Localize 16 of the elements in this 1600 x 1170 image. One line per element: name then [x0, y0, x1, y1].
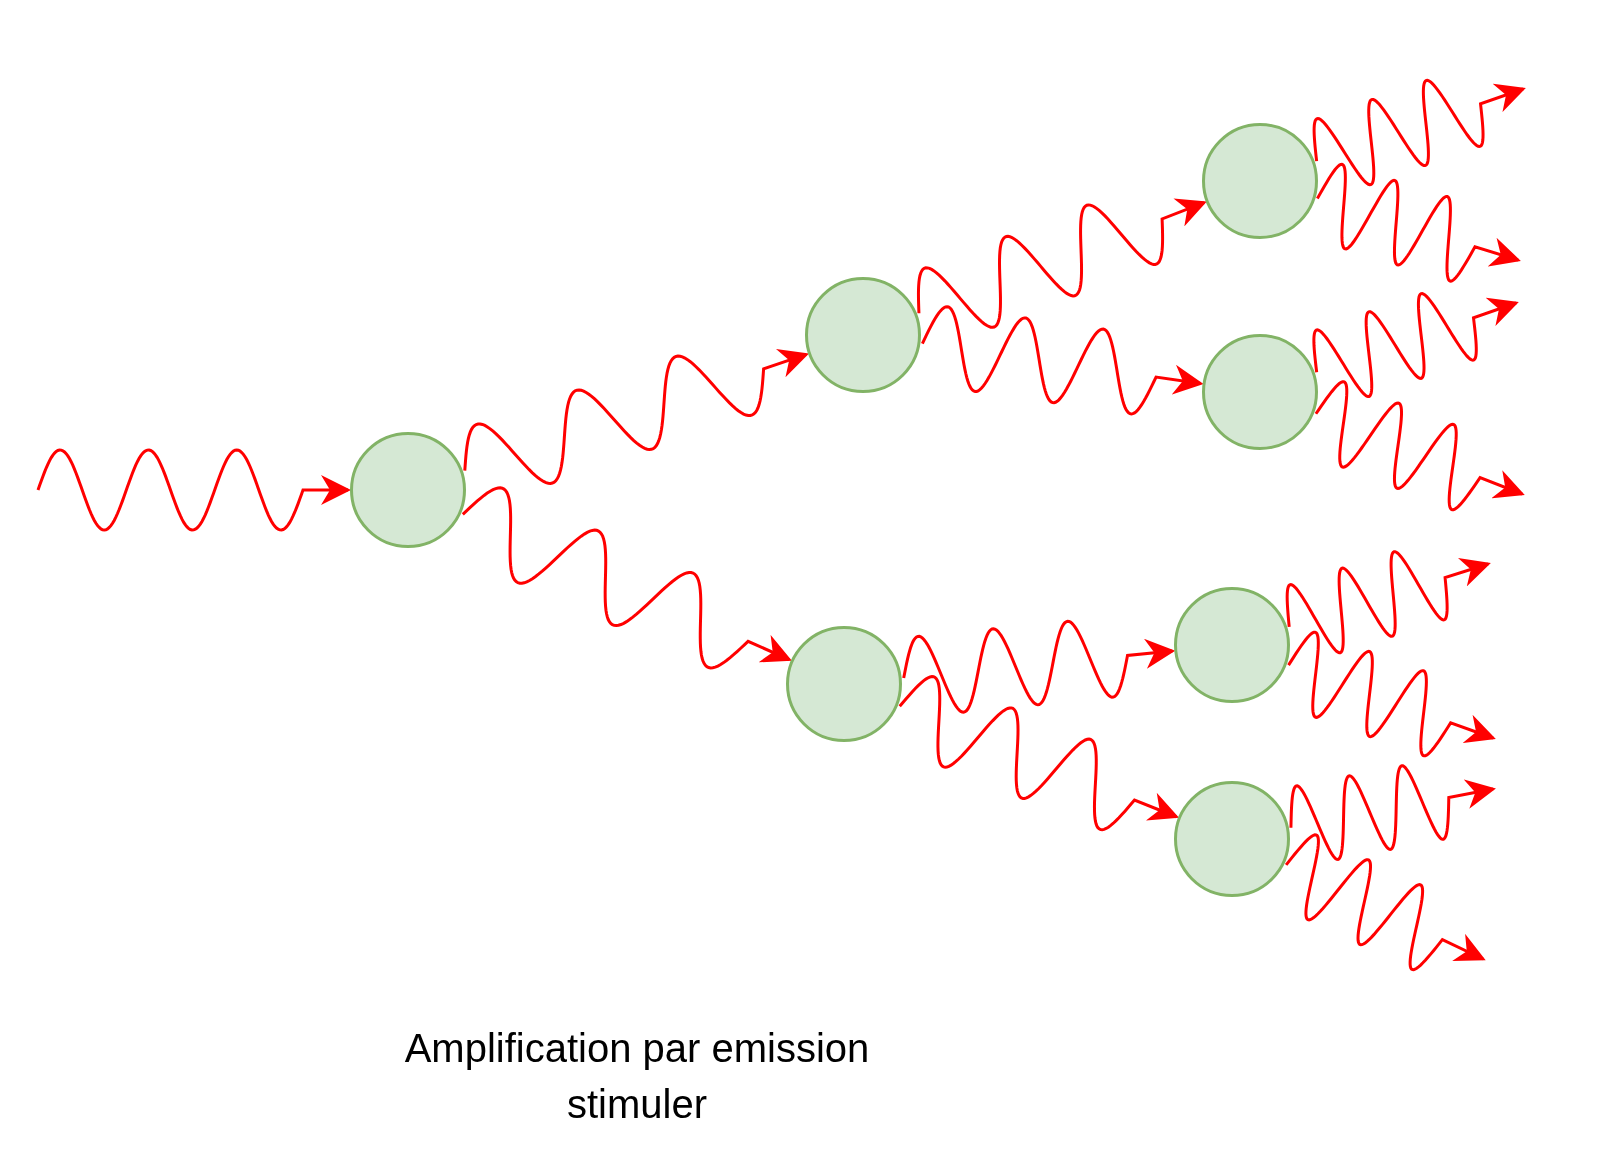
- photon-arrow: [463, 348, 810, 485]
- photon-arrow: [902, 619, 1176, 714]
- caption: Amplification par emission stimuler: [403, 1025, 871, 1128]
- photon-arrow: [1314, 380, 1525, 512]
- photon-arrow: [1312, 292, 1519, 399]
- photon-arrow: [461, 486, 792, 670]
- photon-arrow: [36, 448, 351, 532]
- photon-arrow: [1289, 764, 1496, 861]
- photon-arrow: [1287, 630, 1496, 758]
- photon-arrow: [1316, 162, 1521, 283]
- photon-arrow: [921, 305, 1204, 416]
- photon-arrow: [1284, 833, 1486, 972]
- photon-arrow: [916, 198, 1207, 329]
- photon-arrow: [898, 675, 1180, 832]
- photon-arrow: [1285, 550, 1491, 655]
- photon-arrow: [1312, 78, 1526, 187]
